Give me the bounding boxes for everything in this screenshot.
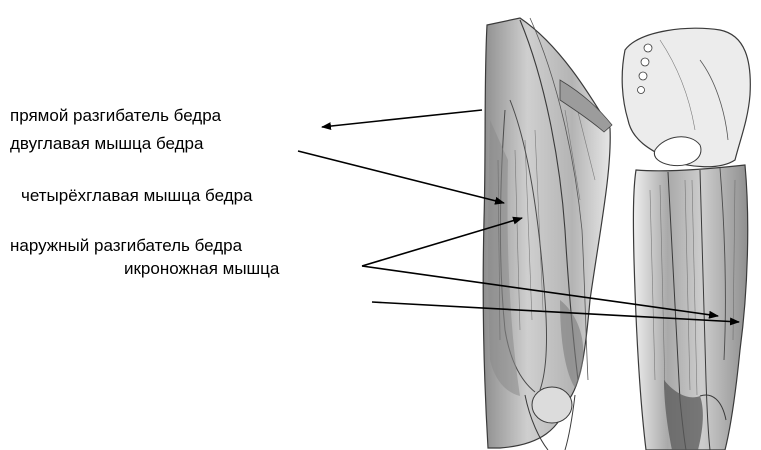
label-gastrocnemius: икроножная мышца [124, 259, 279, 279]
arrow-rectus-femoris [322, 110, 482, 127]
label-biceps-femoris: двуглавая мышца бедра [10, 134, 203, 154]
label-quadriceps: четырёхглавая мышца бедра [21, 186, 253, 206]
patella [532, 387, 572, 423]
back-thigh [622, 28, 750, 450]
label-vastus-lateralis: наружный разгибатель бедра [10, 236, 242, 256]
arrow-biceps-femoris [298, 151, 504, 203]
front-thigh [483, 18, 612, 450]
label-rectus-femoris: прямой разгибатель бедра [10, 106, 221, 126]
